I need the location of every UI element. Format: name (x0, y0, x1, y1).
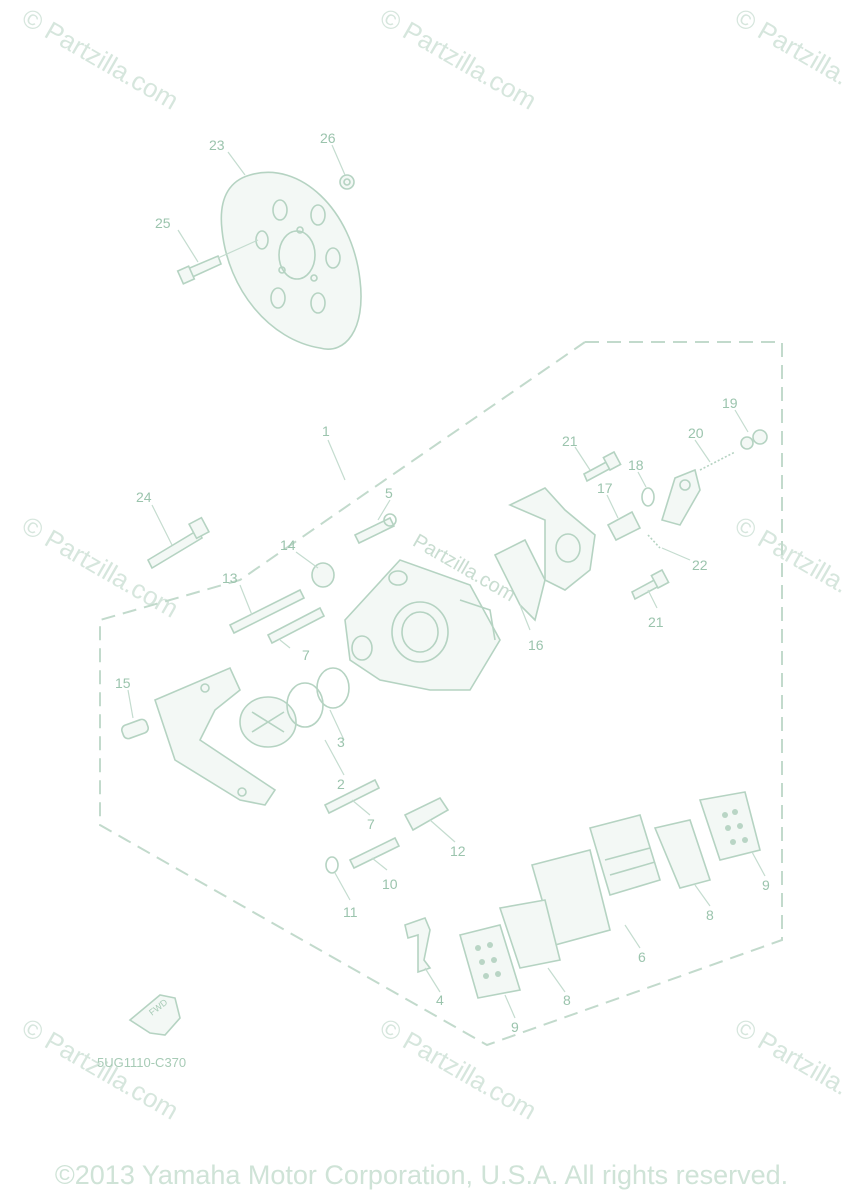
disc-nut (339, 174, 355, 190)
bolt (348, 836, 401, 870)
callout-18: 18 (628, 457, 644, 473)
return-spring (647, 534, 661, 549)
piston-seal (286, 682, 324, 728)
diagram-code: 5UG1110-C370 (97, 1055, 186, 1070)
dust-seal (316, 667, 350, 709)
callout-7: 7 (302, 647, 310, 663)
callout-19: 19 (722, 395, 738, 411)
disc-bolt (176, 239, 259, 285)
collar (403, 796, 450, 832)
brake-lever (660, 468, 701, 526)
leader-lines (127, 144, 766, 1019)
bracket-pin (120, 718, 150, 740)
callout-labels: 1 2 3 4 5 6 7 7 8 8 9 9 10 11 12 13 14 1… (115, 130, 770, 1035)
callout-2: 2 (337, 776, 345, 792)
callout-22: 22 (692, 557, 708, 573)
callout-25: 25 (155, 215, 171, 231)
callout-13: 13 (222, 570, 238, 586)
lever-bracket (508, 487, 596, 591)
callout-8: 8 (563, 992, 571, 1008)
callout-10: 10 (382, 876, 398, 892)
callout-12: 12 (450, 843, 466, 859)
o-ring (641, 487, 655, 507)
callout-5: 5 (385, 485, 393, 501)
caliper-assembly-outline (99, 341, 783, 1047)
boot (311, 562, 335, 588)
piston (239, 696, 297, 748)
callout-4: 4 (436, 992, 444, 1008)
bleed-screw (353, 513, 397, 545)
caliper-bracket (154, 666, 277, 806)
callout-21: 21 (648, 614, 664, 630)
callout-6: 6 (638, 949, 646, 965)
fwd-arrow-icon (128, 994, 181, 1036)
callout-24: 24 (136, 489, 152, 505)
callout-8: 8 (706, 907, 714, 923)
adjuster (606, 510, 642, 542)
caliper-body (344, 559, 501, 691)
callout-26: 26 (320, 130, 336, 146)
callout-14: 14 (280, 537, 296, 553)
callout-20: 20 (688, 425, 704, 441)
copyright-notice: ©2013 Yamaha Motor Corporation, U.S.A. A… (54, 1160, 789, 1190)
callout-11: 11 (343, 904, 358, 920)
callout-7: 7 (367, 816, 375, 832)
callout-17: 17 (597, 480, 613, 496)
callout-9: 9 (511, 1019, 519, 1035)
nut (740, 436, 754, 450)
mounting-bolt (146, 528, 204, 570)
mounting-bolt-head (187, 516, 211, 540)
spring (699, 451, 736, 471)
gasket (493, 538, 546, 622)
callout-15: 15 (115, 675, 131, 691)
caliper-pin (323, 778, 381, 815)
callout-23: 23 (209, 137, 225, 153)
callout-3: 3 (337, 734, 345, 750)
brake-disc (220, 171, 362, 350)
callout-21: 21 (562, 433, 578, 449)
nut (752, 429, 768, 445)
callout-9: 9 (762, 877, 770, 893)
callout-1: 1 (322, 423, 330, 439)
brake-pads (404, 791, 761, 999)
caliper-bolt (228, 588, 306, 635)
caliper-pin (266, 606, 326, 645)
callout-16: 16 (528, 637, 544, 653)
washer (325, 856, 339, 874)
